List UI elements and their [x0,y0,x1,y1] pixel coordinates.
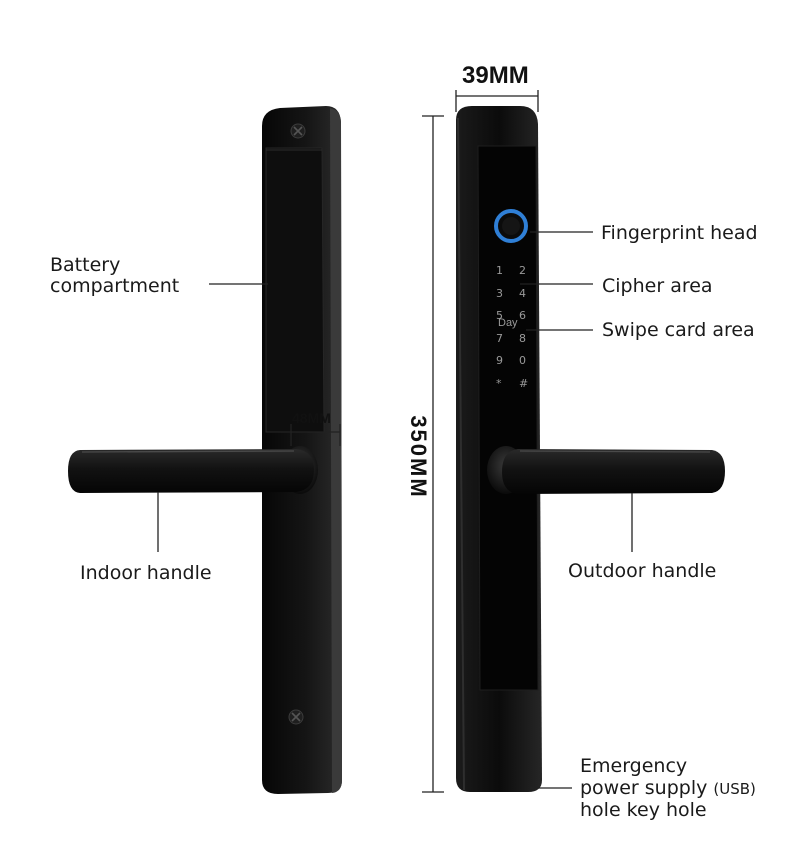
battery-label-line2: compartment [50,275,180,297]
indoor-handle-label: Indoor handle [80,562,212,584]
outdoor-lock [456,106,725,792]
cipher-area-label: Cipher area [602,275,713,297]
keypad-key: 1 [496,264,503,277]
width-dimension-line [455,90,539,112]
emergency-label-main: power supply [580,777,708,799]
keypad-key: 8 [519,331,526,345]
emergency-label-usb: (USB) [713,780,756,798]
keypad-key: 4 [519,286,526,300]
outdoor-handle [502,449,725,494]
width-dimension-label: 39MM [462,62,529,89]
indoor-lock [68,106,342,794]
emergency-label-line2: power supply (USB) [580,778,756,800]
keypad-key: 5 [496,309,503,322]
swipe-card-area-label: Swipe card area [602,319,755,341]
keypad-key: * [496,376,502,390]
day-label: Day [498,317,518,329]
fingerprint-head-label: Fingerprint head [601,222,758,244]
keypad-key: 7 [496,331,503,345]
keypad-key: 9 [496,354,503,367]
dimension-lines [290,90,539,793]
emergency-label-line1: Emergency [580,755,688,777]
keypad-key: # [519,376,529,390]
height-dimension-line [422,115,444,793]
emergency-label-line3: hole key hole [580,799,707,821]
gap-dimension-label: 48MM [292,410,331,426]
battery-cover [265,147,325,433]
callout-lines [157,231,633,789]
keypad-key: 0 [519,354,526,367]
keypad-key: 2 [519,264,526,277]
indoor-handle [68,449,314,493]
keypad-key: 3 [496,286,503,300]
gap-dimension-line [290,424,341,446]
height-dimension-label: 350MM [406,415,431,499]
outdoor-handle-label: Outdoor handle [568,560,717,582]
keypad-panel [477,145,539,691]
battery-label-line1: Battery [50,254,121,276]
indoor-lock-edge [330,108,342,793]
keypad-key: 6 [519,309,526,322]
